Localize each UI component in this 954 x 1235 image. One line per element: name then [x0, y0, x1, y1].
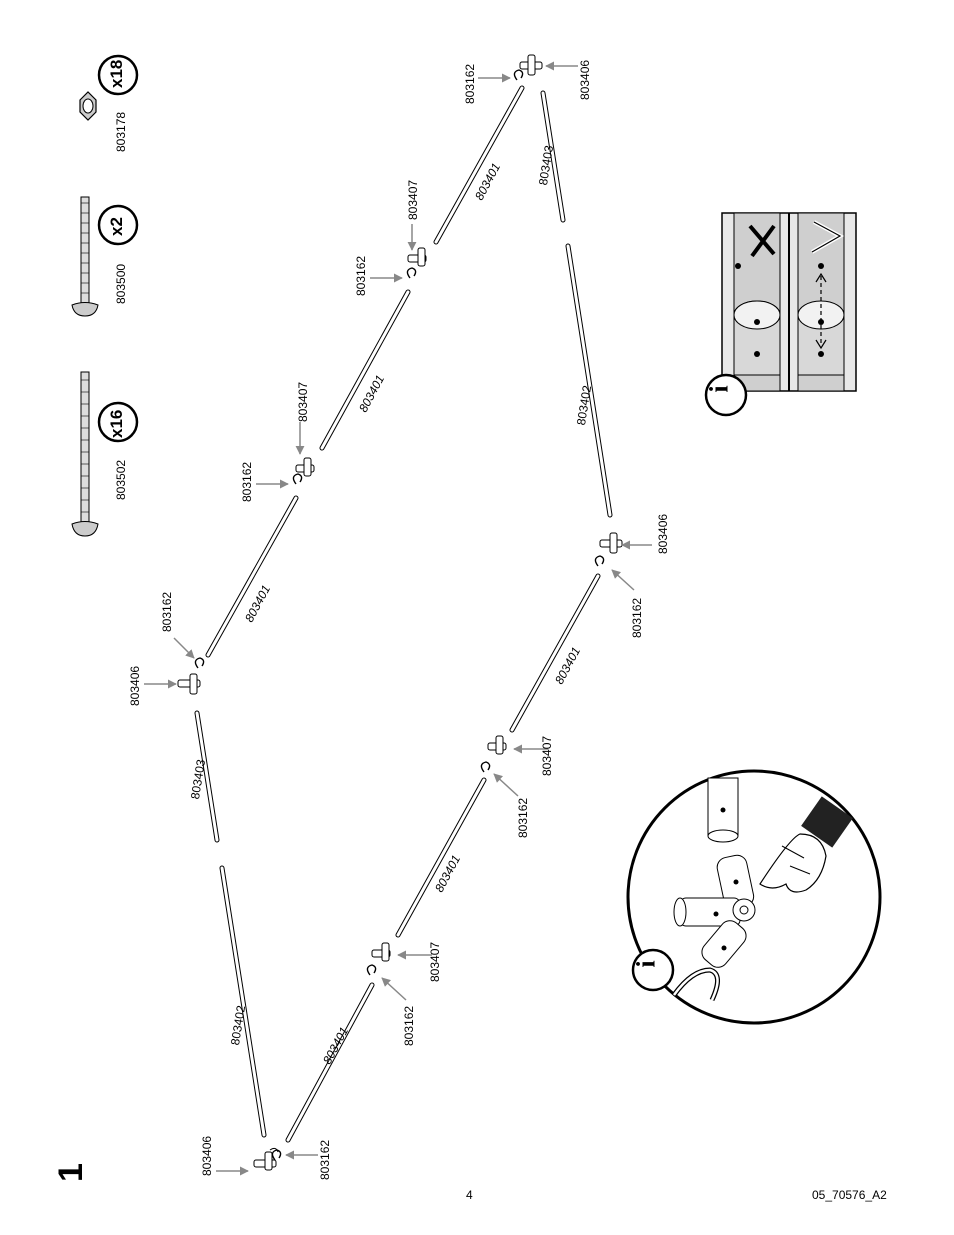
rail-803403-right — [540, 90, 566, 223]
corner-803406-left — [177, 673, 201, 695]
info-icon-panel — [704, 373, 748, 417]
rail-803401-3 — [319, 289, 411, 451]
rail-803401-5 — [395, 777, 487, 938]
connector-pieces — [177, 54, 623, 1171]
pointer-arrows — [144, 61, 652, 1176]
wrong-icon — [748, 224, 776, 258]
part-label-connector: 803407 — [428, 941, 442, 982]
qty-circle-x2 — [97, 204, 139, 246]
rail-803401-2 — [205, 495, 299, 658]
pointing-hand-icon — [759, 796, 853, 893]
document-code: 05_70576_A2 — [812, 1188, 887, 1202]
qty-circle-x18 — [97, 54, 139, 96]
connector-803407-a — [295, 457, 315, 477]
clip-803162-a — [292, 473, 303, 485]
part-label-corner: 803406 — [200, 1135, 214, 1176]
long-bolt-icon — [71, 371, 99, 537]
part-label-corner: 803406 — [128, 665, 142, 706]
qty-circle-x16 — [97, 401, 139, 443]
hardware-part-label: 803500 — [114, 263, 128, 304]
part-label-clip: 803162 — [402, 1005, 416, 1046]
part-label-clip: 803162 — [318, 1139, 332, 1180]
corner-803406-top — [519, 54, 543, 76]
part-label-connector: 803407 — [406, 179, 420, 220]
clip-803162-left — [194, 657, 205, 669]
corner-803406-bottom — [253, 1147, 279, 1171]
short-bolt-icon — [71, 196, 99, 317]
part-label-corner: 803406 — [578, 59, 592, 100]
rail-803402-left — [219, 865, 267, 1138]
hex-nut-icon — [79, 91, 97, 121]
part-label-corner: 803406 — [656, 513, 670, 554]
step-number: 1 — [52, 1163, 90, 1182]
clip-detail-circle — [626, 769, 882, 1025]
rail-803401-1 — [285, 982, 375, 1143]
part-label-clip: 803162 — [354, 255, 368, 296]
part-label-connector: 803407 — [540, 735, 554, 776]
part-label-clip: 803162 — [160, 591, 174, 632]
hardware-qty-label: x2 — [107, 217, 126, 236]
info-icon-glyph: i — [631, 960, 661, 968]
info-icon-glyph: i — [704, 385, 734, 393]
rail-803401-6 — [509, 573, 601, 733]
corner-803406-right — [599, 532, 623, 554]
page-number: 4 — [466, 1188, 473, 1202]
clip-803162-right — [594, 555, 605, 567]
part-label-clip: 803162 — [630, 597, 644, 638]
clip-803162-top — [513, 69, 524, 81]
part-label-clip: 803162 — [240, 461, 254, 502]
hardware-part-label: 803502 — [114, 459, 128, 500]
connector-803407-d — [487, 735, 507, 755]
check-icon — [811, 220, 845, 254]
clip-803162-d — [480, 761, 491, 773]
part-label-clip: 803162 — [463, 63, 477, 104]
hardware-qty-label: x18 — [107, 59, 126, 88]
clip-803162-bottom — [271, 1149, 282, 1161]
rail-803402-right — [565, 243, 613, 518]
clip-803162-c — [366, 964, 377, 976]
hardware-qty-label: x16 — [107, 409, 126, 438]
rail-tubes — [194, 85, 613, 1143]
connector-803407-c — [371, 942, 391, 962]
hole-alignment-panel — [721, 212, 857, 392]
part-label-clip: 803162 — [516, 797, 530, 838]
info-icon-detail — [631, 948, 675, 992]
rail-803403-left — [194, 710, 220, 843]
hardware-part-label: 803178 — [114, 111, 128, 152]
connector-803407-b — [407, 247, 427, 267]
part-label-connector: 803407 — [296, 381, 310, 422]
rail-803401-4 — [433, 85, 525, 245]
clip-803162-b — [406, 267, 417, 279]
